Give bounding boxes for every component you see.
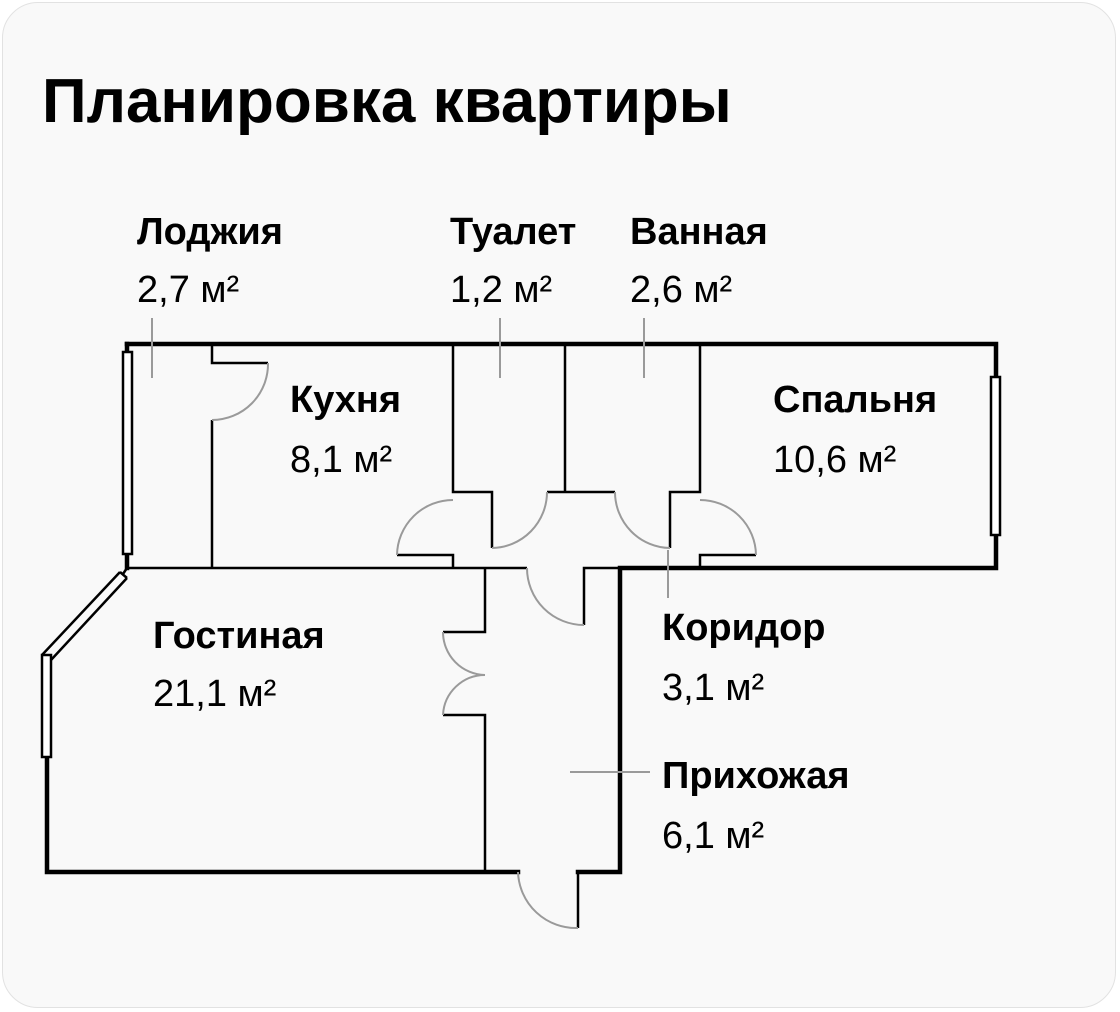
living-double-door — [442, 631, 486, 716]
bedroom-window — [989, 375, 1002, 537]
interior-walls — [127, 345, 756, 928]
windows — [40, 350, 1002, 759]
room-toilet: Туалет 1,2 м² — [450, 211, 576, 311]
room-living: Гостиная 21,1 м² — [153, 615, 325, 715]
room-name: Кухня — [290, 379, 401, 421]
kitchen-door — [396, 499, 454, 556]
room-name: Лоджия — [137, 211, 283, 253]
room-area: 3,1 м² — [662, 667, 764, 709]
room-name: Туалет — [450, 211, 576, 253]
room-name: Прихожая — [662, 755, 850, 797]
room-kitchen: Кухня 8,1 м² — [290, 379, 401, 481]
living-window-diagonal — [41, 571, 128, 661]
room-loggia: Лоджия 2,7 м² — [137, 211, 283, 311]
bedroom-door — [699, 499, 757, 556]
living-window — [40, 653, 53, 759]
page-title: Планировка квартиры — [42, 67, 732, 136]
toilet-door — [491, 491, 548, 549]
room-corridor: Коридор 3,1 м² — [662, 607, 826, 709]
room-name: Коридор — [662, 607, 826, 649]
room-area: 10,6 м² — [773, 439, 896, 481]
room-area: 8,1 м² — [290, 439, 392, 481]
room-name: Спальня — [773, 379, 937, 421]
room-area: 21,1 м² — [153, 673, 276, 715]
room-bedroom: Спальня 10,6 м² — [773, 379, 937, 481]
room-name: Ванная — [630, 211, 768, 253]
room-area: 2,7 м² — [137, 269, 239, 311]
room-area: 1,2 м² — [450, 269, 552, 311]
room-hallway: Прихожая 6,1 м² — [662, 755, 850, 857]
loggia-door — [211, 362, 270, 421]
entrance-door — [517, 871, 579, 930]
room-name: Гостиная — [153, 615, 325, 657]
outer-walls — [44, 341, 999, 875]
bathroom-door — [614, 491, 671, 549]
loggia-window — [121, 350, 134, 556]
room-bathroom: Ванная 2,6 м² — [630, 211, 768, 311]
room-area: 2,6 м² — [630, 269, 732, 311]
door-swings — [211, 362, 757, 930]
room-area: 6,1 м² — [662, 815, 764, 857]
leader-lines — [151, 318, 669, 773]
corridor-door — [526, 567, 585, 626]
